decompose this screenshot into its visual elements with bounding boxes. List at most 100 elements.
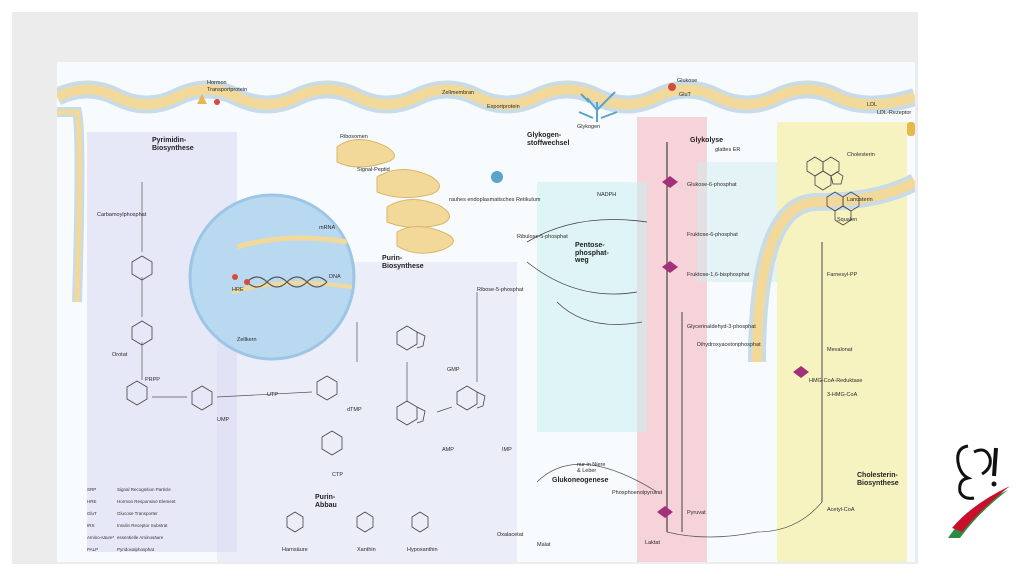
hormone-dot	[232, 274, 238, 280]
export-vesicle	[491, 171, 503, 183]
label-glykogen: Glykogen	[577, 124, 601, 130]
label-mevalonat: Mevalonat	[827, 347, 853, 353]
er-cistern	[386, 199, 450, 228]
title-glukoneogenese: Glukoneogenese	[552, 477, 609, 484]
label-dna: DNA	[329, 274, 341, 280]
steroid-rings	[806, 156, 844, 191]
enzyme-diamond	[662, 176, 678, 188]
slide-frame: Pyrimidin-Biosynthese Purin-Biosynthese …	[12, 12, 918, 564]
ppp-arrow	[556, 301, 643, 325]
label-mrna: mRNA	[319, 225, 336, 231]
label-glycerinaldehyd-3p: Glycerinaldehyd-3-phosphat	[687, 324, 756, 330]
label-laktat: Laktat	[645, 540, 660, 546]
ldl-receptor-icon	[907, 122, 915, 136]
er-cistern	[396, 226, 454, 254]
label-hormon: Hormon	[207, 80, 227, 86]
label-ldl-rezeptor: LDL-Rezeptor	[877, 110, 912, 116]
nucleus-membrane-fold	[231, 281, 353, 294]
dna-helix	[246, 276, 328, 288]
membrane-right	[752, 177, 915, 363]
enzyme-diamond	[662, 261, 678, 273]
label-ribulose-5-phosphat: Ribulose-5-phosphat	[517, 234, 568, 240]
label-nur-niere-leber: nur in Niere& Leber	[577, 462, 606, 474]
label-glattes-er: glattes ER	[715, 147, 741, 153]
label-orotat: Orotat	[112, 352, 128, 358]
pyrimidin-zone	[87, 132, 237, 552]
label-ldl: LDL	[867, 102, 878, 108]
poster-graphics	[57, 80, 915, 562]
label-ump: UMP	[217, 417, 230, 423]
label-carbamoylphosphat: Carbamoylphosphat	[97, 212, 147, 218]
label-rauhes-er: rauhes endoplasmatisches Retikulum	[449, 197, 541, 203]
membrane-left-core	[57, 109, 82, 303]
label-acetyl-coa: Acetyl-CoA	[827, 507, 855, 513]
title-glykogen: Glykogen-stoffwechsel	[527, 132, 570, 147]
pyrimidine-rings	[126, 255, 343, 456]
title-glykolyse: Glykolyse	[690, 137, 724, 144]
label-zellmembran: Zellmembran	[442, 90, 475, 96]
cell-membrane	[57, 84, 915, 110]
logo-red-swoosh	[952, 486, 1010, 532]
logo-exclamation-dot	[991, 481, 997, 487]
logo-exclamation	[992, 447, 998, 477]
glykolyse-zone	[637, 117, 707, 562]
title-purin-abbau: Purin-Abbau	[315, 494, 337, 509]
label-ribose-5-phosphat: Ribose-5-phosphat	[477, 287, 524, 293]
label-nadph: NADPH	[597, 192, 617, 198]
label-cholesterin: Cholesterin	[847, 152, 875, 158]
label-ctp: CTP	[332, 472, 343, 478]
label-fruktose-6-phosphat: Fruktose-6-phosphat	[687, 232, 738, 238]
logo	[948, 444, 1010, 538]
pentose-zone	[537, 182, 647, 432]
label-dihydroxyaceton-p: Dihydroxyacetonphosphat	[697, 342, 761, 348]
ppp-arrow	[526, 219, 648, 243]
pathway-arrows	[141, 182, 823, 538]
logo-calligraphy	[973, 448, 992, 476]
enzyme-diamond	[793, 366, 809, 378]
squalene-rings	[826, 191, 860, 226]
label-malat: Malat	[537, 542, 551, 548]
hormone-marker	[214, 99, 220, 105]
label-ribosomen: Ribosomen	[340, 134, 368, 140]
er-cistern	[376, 169, 440, 198]
title-purin-biosynthese: Purin-Biosynthese	[382, 255, 424, 270]
label-utp: UTP	[267, 392, 278, 398]
label-farnesyl-pp: Farnesyl-PP	[827, 272, 858, 278]
label-dtmp: dTMP	[347, 407, 362, 413]
label-phosphoenolpyruvat: Phosphoenolpyruvat	[612, 490, 663, 496]
label-amp: AMP	[442, 447, 454, 453]
label-zellkern: Zellkern	[237, 337, 257, 343]
label-pyruvat: Pyruvat	[687, 510, 706, 516]
label-hre: HRE	[232, 287, 244, 293]
label-prpp: PRPP	[145, 377, 160, 383]
glycogen-granule	[578, 91, 618, 122]
er-cistern	[336, 139, 395, 168]
title-cholesterin: Cholesterin-Biosynthese	[857, 472, 899, 487]
label-harnsaeure: Harnsäure	[282, 547, 308, 553]
title-pyrimidin: Pyrimidin-Biosynthese	[152, 137, 194, 152]
label-oxalacetat: Oxalacetat	[497, 532, 524, 538]
label-exportprotein: Exportprotein	[487, 104, 520, 110]
nucleus-membrane-fold	[236, 235, 348, 250]
label-glukose-6-phosphat: Glukose-6-phosphat	[687, 182, 737, 188]
receptor-icon	[197, 94, 207, 104]
title-pentosephosphatweg: Pentose-phosphat-weg	[575, 242, 609, 264]
label-transportprotein: Transportprotein	[207, 87, 248, 93]
legend-row: Amino-säure*essentielle Aminosäure	[87, 535, 164, 540]
label-hmg-coa: 3-HMG-CoA	[827, 392, 858, 398]
label-glukose: Glukose	[677, 78, 698, 84]
logo-calligraphy	[956, 444, 975, 500]
glucose-marker	[668, 83, 676, 91]
label-hypoxanthin: Hypoxanthin	[407, 547, 438, 553]
label-lanosterin: Lanosterin	[847, 197, 873, 203]
label-gmp: GMP	[447, 367, 460, 373]
label-signal-peptid: Signal-Peptid	[357, 167, 390, 173]
label-glut: GluT	[679, 92, 691, 98]
label-xanthin: Xanthin	[357, 547, 376, 553]
label-fruktose-16-bisphosphat: Fruktose-1,6-bisphosphat	[687, 272, 750, 278]
ppp-arrow	[526, 261, 638, 295]
